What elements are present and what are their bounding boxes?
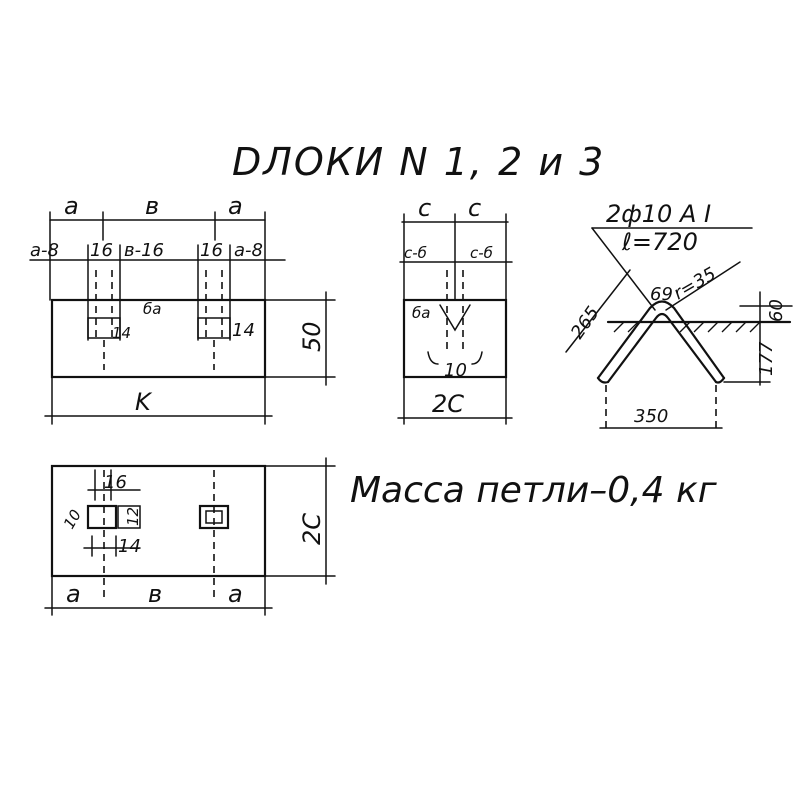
front-subdim-4: 16 bbox=[200, 240, 223, 261]
side-subdim-left: c-б bbox=[404, 244, 427, 262]
plan-dim-top: 16 bbox=[104, 472, 127, 493]
front-block-outline bbox=[50, 298, 267, 379]
plan-dim-inner: 12 bbox=[124, 507, 142, 526]
plan-width: 2C bbox=[298, 513, 326, 545]
front-view: a в a a-8 16 в-16 16 a-8 14 ба 14 50 bbox=[29, 192, 336, 425]
front-small-mark: ба bbox=[143, 300, 161, 318]
front-insert-width-left: 14 bbox=[112, 324, 131, 342]
loop-bar bbox=[596, 300, 726, 380]
side-block-outline bbox=[402, 298, 508, 379]
side-dim-c-left: c bbox=[418, 194, 431, 222]
front-dim-b: в bbox=[145, 192, 159, 220]
plan-block-outline bbox=[50, 464, 267, 578]
ground-hatch bbox=[613, 321, 761, 333]
plan-view: 16 10 12 14 2C a в a bbox=[44, 457, 336, 616]
side-dim-c-right: c bbox=[468, 194, 481, 222]
side-inner-mark: 10 bbox=[444, 360, 467, 381]
loop-detail: 2ф10 A I ℓ=720 69 r=35 265 60 bbox=[565, 200, 793, 432]
plan-dim-a-right: a bbox=[228, 580, 243, 608]
loop-depth: 177 bbox=[756, 341, 777, 376]
plan-dim-a-left: a bbox=[66, 580, 81, 608]
front-subdim-5: a-8 bbox=[234, 240, 263, 261]
loop-length: ℓ=720 bbox=[621, 228, 698, 256]
front-subdim-3: в-16 bbox=[124, 240, 164, 261]
plan-dim-side: 10 bbox=[60, 506, 85, 532]
side-width: 2C bbox=[432, 390, 464, 418]
loop-depth-top: 60 bbox=[766, 299, 787, 322]
front-height: 50 bbox=[298, 321, 326, 352]
mass-note: Масса петли–0,4 кг bbox=[350, 470, 718, 511]
front-subdim-1: a-8 bbox=[30, 240, 59, 261]
side-mark: ба bbox=[412, 304, 430, 322]
loop-angle: 69 bbox=[650, 284, 673, 305]
front-insert-width-right: 14 bbox=[232, 320, 255, 341]
loop-span: 350 bbox=[634, 406, 668, 427]
plan-dim-bottom: 14 bbox=[118, 536, 141, 557]
front-subdim-2: 16 bbox=[90, 240, 113, 261]
loop-spec: 2ф10 A I bbox=[606, 200, 711, 228]
loop-radius: r=35 bbox=[670, 263, 720, 304]
front-dim-a-left: a bbox=[64, 192, 79, 220]
plan-dim-b: в bbox=[148, 580, 162, 608]
front-length: K bbox=[135, 388, 153, 416]
side-view: c c c-б c-б 10 ба 2C bbox=[397, 194, 513, 425]
front-dim-a-right: a bbox=[228, 192, 243, 220]
side-subdim-right: c-б bbox=[470, 244, 493, 262]
drawing-title: DЛОКИ N 1, 2 и 3 bbox=[232, 140, 605, 184]
loop-leg: 265 bbox=[567, 303, 604, 343]
